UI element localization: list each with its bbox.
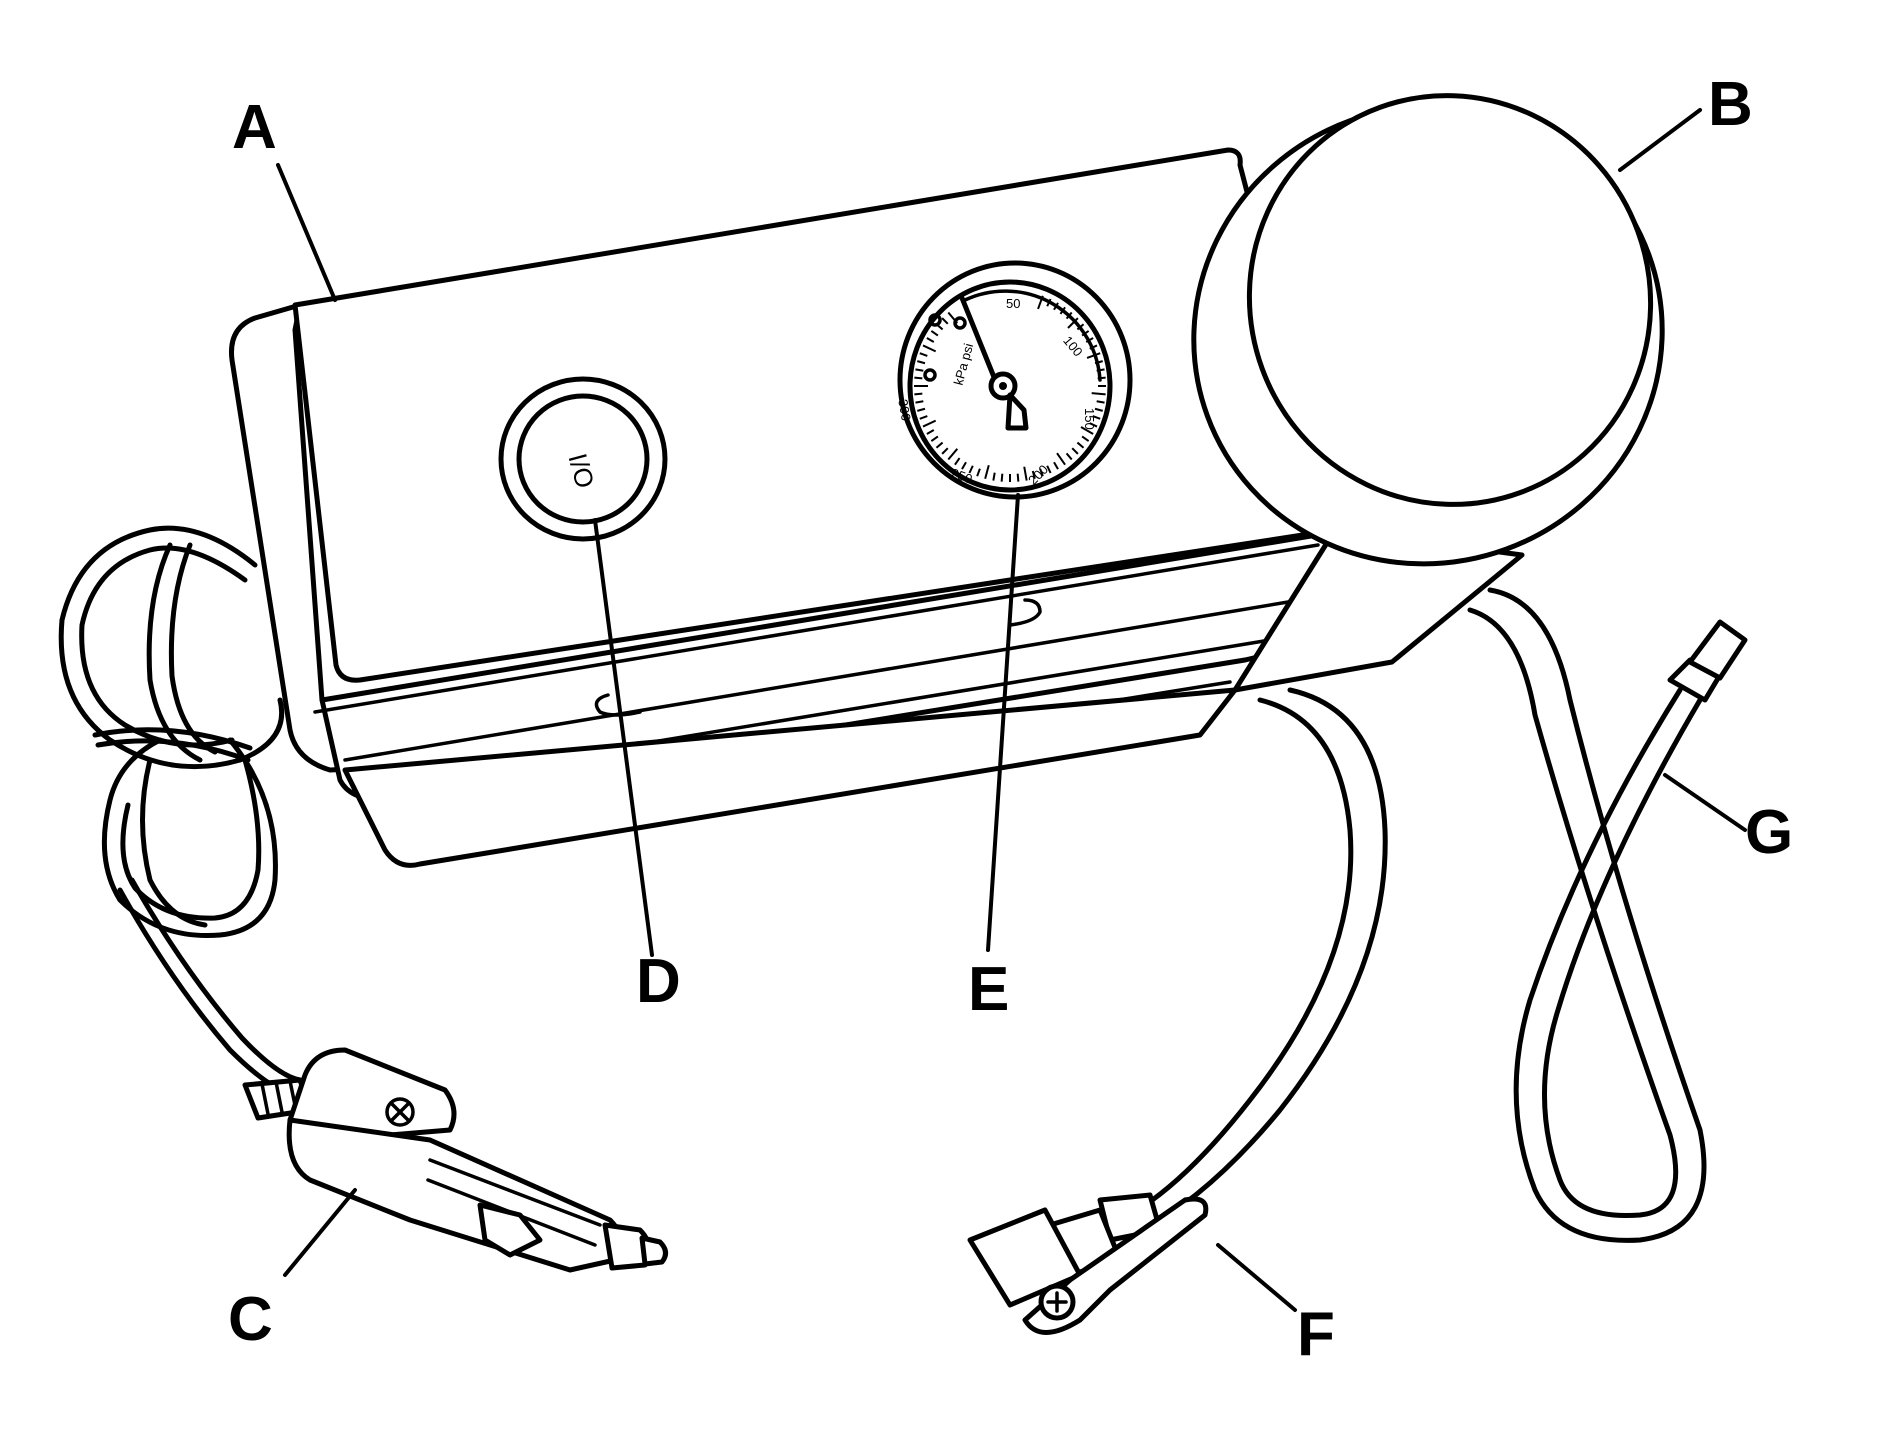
- gauge-tick: [1023, 466, 1028, 481]
- gauge-tick: [992, 472, 996, 481]
- leader-c: [283, 1188, 357, 1277]
- gauge-tick: [1094, 407, 1103, 412]
- gauge-tick: [1096, 400, 1105, 404]
- gauge-scale-50: 50: [1006, 296, 1020, 311]
- gauge-tick: [961, 461, 967, 470]
- gauge-tick: [941, 447, 949, 455]
- gauge-tick: [1086, 352, 1101, 359]
- gauge-tick: [954, 457, 961, 466]
- gauge-tick: [947, 448, 959, 461]
- gauge-tick: [1053, 302, 1059, 311]
- label-d: D: [636, 947, 681, 1016]
- leader-f: [1216, 1243, 1297, 1312]
- label-b: B: [1708, 70, 1753, 139]
- gauge-tick: [1059, 306, 1066, 315]
- motor-housing: [1191, 93, 1665, 693]
- gauge-tick: [1091, 392, 1106, 396]
- gauge-tick: [1046, 465, 1052, 474]
- gauge-tick: [1071, 447, 1079, 455]
- gauge-tick: [930, 330, 939, 337]
- gauge-tick: [1089, 344, 1098, 350]
- label-c: C: [228, 1285, 273, 1354]
- label-f: F: [1297, 1300, 1335, 1369]
- gauge-tick: [926, 337, 935, 343]
- gauge-tick: [1000, 473, 1004, 482]
- gauge-tick: [917, 360, 926, 365]
- gauge-tick: [922, 344, 937, 353]
- gauge-tick: [1076, 441, 1085, 449]
- power-switch: I/O: [498, 376, 668, 542]
- gauge-scale-300: 300: [895, 398, 914, 422]
- pressure-gauge: 50 100 150 200 250 300 kPa psi: [895, 260, 1133, 500]
- gauge-tick: [1085, 337, 1094, 343]
- gauge-scale-150: 150: [1082, 408, 1097, 430]
- gauge-tick: [915, 368, 924, 372]
- gauge-scale-250: 250: [949, 465, 975, 487]
- air-hose: [1117, 687, 1388, 1235]
- gauge-tick: [915, 400, 924, 404]
- gauge-tick: [1037, 295, 1044, 310]
- compressor-body: [228, 147, 1353, 868]
- gauge-tick: [1053, 461, 1059, 470]
- leader-e: [986, 493, 1020, 952]
- gauge-ticks: [914, 295, 1106, 482]
- gauge-tick: [1080, 426, 1094, 435]
- gauge-tick: [926, 429, 935, 435]
- gauge-tick: [1065, 452, 1073, 461]
- gauge-tick: [1081, 330, 1090, 337]
- gauge-tick: [1039, 468, 1044, 477]
- gauge-tick: [1089, 422, 1098, 428]
- gauge-tick: [1097, 376, 1106, 380]
- gauge-tick: [917, 407, 926, 412]
- gauge-tick: [1016, 473, 1020, 482]
- gauge-tick: [1031, 470, 1036, 479]
- leader-lines: [276, 108, 1747, 1312]
- air-chuck: [967, 1192, 1209, 1335]
- gauge-tick: [1076, 323, 1085, 331]
- gauge-tick: [914, 376, 923, 380]
- gauge-tick: [914, 392, 923, 396]
- gauge-tick: [1067, 317, 1079, 329]
- gauge-tick: [984, 464, 990, 479]
- gauge-tick: [919, 352, 928, 357]
- gauge-tick: [922, 419, 937, 428]
- leader-d: [593, 518, 654, 957]
- air-hose-loop: [1467, 587, 1748, 1243]
- gauge-tick: [968, 465, 974, 474]
- leader-a: [276, 163, 337, 302]
- gauge-tick: [941, 317, 949, 325]
- gauge-tick: [930, 435, 939, 442]
- gauge-tick: [1046, 298, 1052, 307]
- gauge-tick: [1096, 368, 1105, 372]
- power-cord: [58, 525, 303, 1098]
- label-g: G: [1745, 798, 1793, 867]
- gauge-tick: [1092, 415, 1101, 420]
- label-e: E: [968, 955, 1009, 1024]
- gauge-tick: [1094, 360, 1103, 365]
- power-plug: [242, 1047, 668, 1273]
- gauge-tick: [1056, 452, 1066, 466]
- gauge-tick: [976, 468, 981, 477]
- gauge-tick: [1081, 435, 1090, 442]
- leader-b: [1618, 108, 1702, 172]
- gauge-tick: [935, 441, 944, 449]
- gauge-tick: [919, 415, 928, 420]
- label-a: A: [232, 93, 277, 162]
- leader-g: [1663, 773, 1747, 832]
- gauge-tick: [1065, 311, 1073, 320]
